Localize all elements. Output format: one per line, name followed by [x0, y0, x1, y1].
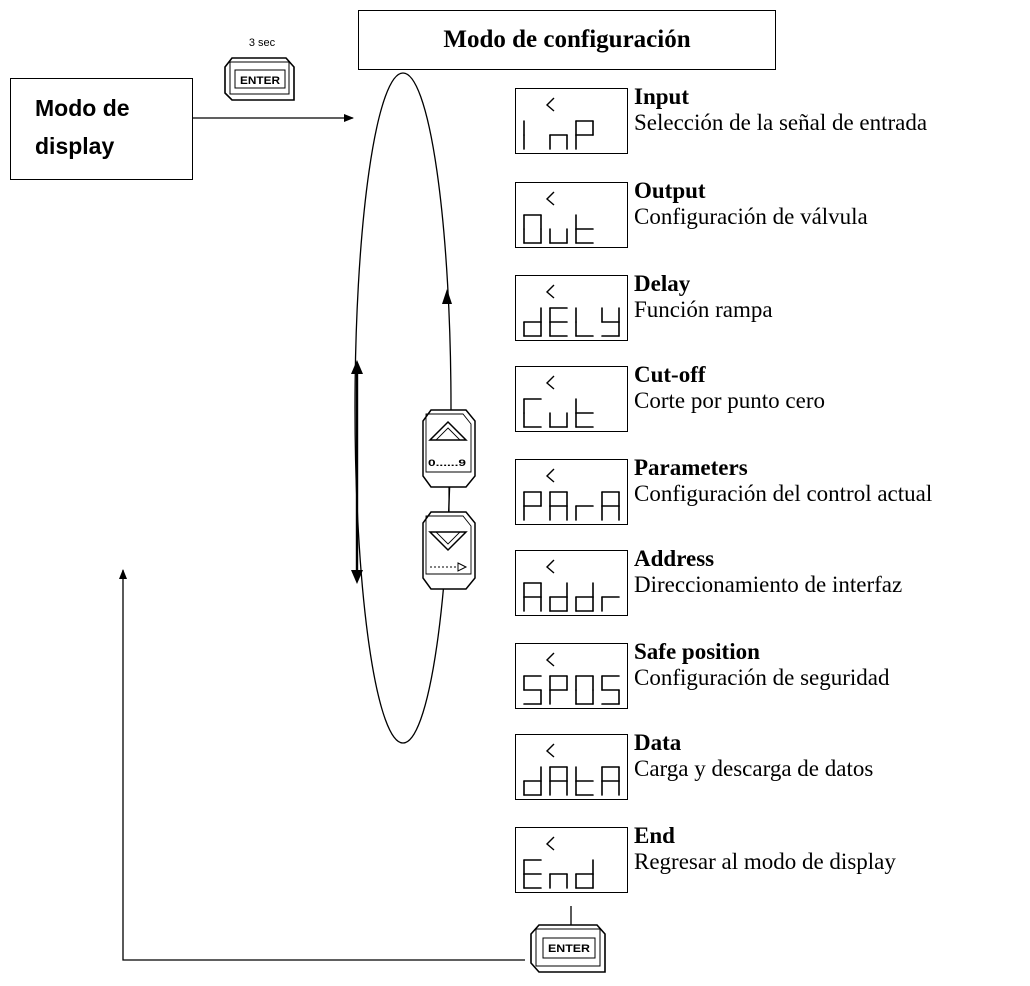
menu-item-desc: Corte por punto cero [634, 388, 825, 413]
menu-item-desc: Configuración de seguridad [634, 665, 890, 690]
lcd-indicator-icon [545, 191, 555, 206]
menu-item-title: Safe position [634, 639, 760, 664]
menu-item-desc: Configuración del control actual [634, 481, 933, 506]
lcd-indicator-icon [545, 652, 555, 667]
config-mode-title: Modo de configuración [358, 10, 776, 70]
lcd-display [515, 366, 628, 432]
lcd-code-glyphs [523, 859, 594, 889]
menu-item-title: Data [634, 730, 682, 755]
bidirectional-arrow-bottom [351, 570, 363, 584]
lcd-display [515, 734, 628, 800]
display-mode-box: Modo de display [10, 78, 193, 180]
lcd-display [515, 459, 628, 525]
down-key[interactable] [422, 511, 476, 590]
enter-key-bottom[interactable]: ENTER [530, 924, 606, 973]
return-path-line [119, 569, 525, 961]
loop-up-arrow [442, 289, 452, 304]
lcd-indicator-icon [545, 743, 555, 758]
lcd-code-glyphs [523, 398, 594, 428]
config-mode-title-text: Modo de configuración [443, 26, 691, 53]
enter-hold-time: 3 sec [249, 37, 276, 49]
menu-item-parameters: Parameters Configuración del control act… [515, 455, 1025, 529]
lcd-indicator-icon [545, 836, 555, 851]
enter-key-top-label: ENTER [240, 75, 280, 87]
lcd-display [515, 182, 628, 248]
lcd-display [515, 275, 628, 341]
lcd-indicator-icon [545, 468, 555, 483]
lcd-indicator-icon [545, 559, 555, 574]
menu-item-title: Input [634, 84, 689, 109]
bidirectional-arrow-top [351, 360, 363, 374]
menu-item-title: Cut-off [634, 362, 706, 387]
menu-item-safe-position: Safe position Configuración de seguridad [515, 639, 1025, 713]
lcd-code-glyphs [523, 675, 620, 705]
menu-item-title: End [634, 823, 675, 848]
menu-item-end: End Regresar al modo de display [515, 823, 1025, 897]
up-key[interactable]: 0......9 [422, 409, 476, 488]
lcd-display [515, 827, 628, 893]
menu-item-desc: Selección de la señal de entrada [634, 110, 928, 135]
menu-item-desc: Regresar al modo de display [634, 849, 896, 874]
menu-item-desc: Función rampa [634, 297, 773, 322]
enter-key-bottom-label: ENTER [548, 943, 590, 955]
lcd-code-glyphs [523, 214, 594, 244]
lcd-display [515, 643, 628, 709]
menu-item-desc: Carga y descarga de datos [634, 756, 874, 781]
menu-item-delay: Delay Función rampa [515, 271, 1025, 345]
lcd-code-glyphs [523, 120, 594, 150]
menu-item-output: Output Configuración de válvula [515, 178, 1025, 252]
menu-item-title: Address [634, 546, 715, 571]
lcd-indicator-icon [545, 284, 555, 299]
menu-item-address: Address Direccionamiento de interfaz [515, 546, 1025, 620]
menu-item-title: Delay [634, 271, 691, 296]
menu-item-title: Parameters [634, 455, 748, 480]
lcd-code-glyphs [523, 491, 620, 521]
display-mode-line2: display [35, 133, 115, 159]
display-mode-line1: Modo de [35, 95, 130, 121]
lcd-display [515, 550, 628, 616]
menu-item-cutoff: Cut-off Corte por punto cero [515, 362, 1025, 436]
enter-key-top[interactable]: ENTER [224, 57, 295, 101]
lcd-code-glyphs [523, 307, 620, 337]
menu-item-title: Output [634, 178, 706, 203]
menu-item-desc: Direccionamiento de interfaz [634, 572, 903, 597]
up-key-range: 0......9 [428, 458, 466, 468]
menu-loop-ellipse [354, 72, 452, 744]
lcd-code-glyphs [523, 766, 620, 796]
menu-item-input: Input Selección de la señal de entrada [515, 84, 1025, 158]
lcd-indicator-icon [545, 375, 555, 390]
menu-item-data: Data Carga y descarga de datos [515, 730, 1025, 804]
lcd-indicator-icon [545, 97, 555, 112]
lcd-display [515, 88, 628, 154]
lcd-code-glyphs [523, 582, 620, 612]
menu-item-desc: Configuración de válvula [634, 204, 868, 229]
